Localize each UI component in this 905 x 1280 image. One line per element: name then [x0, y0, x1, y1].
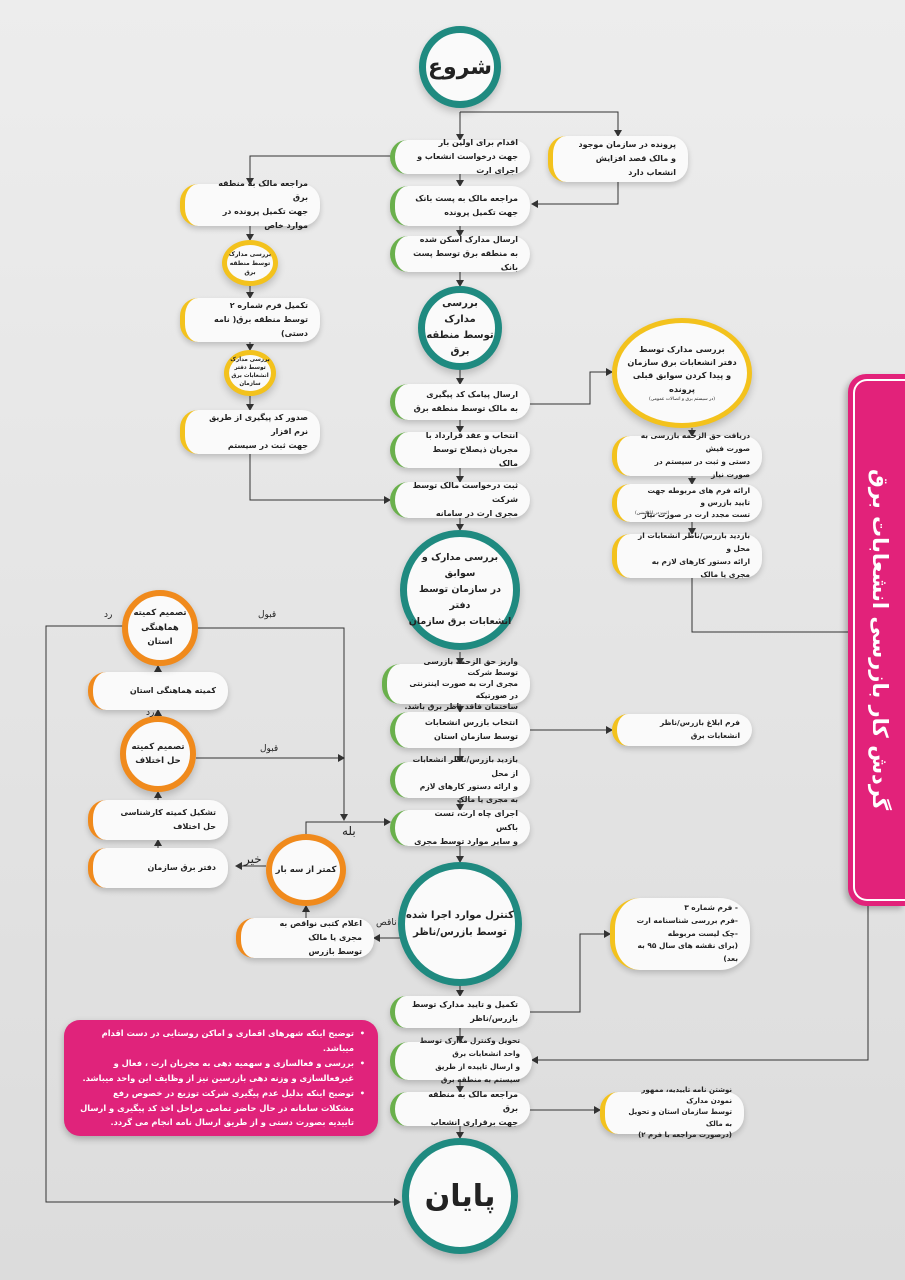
node-region-check: بررسی مدارک توسط منطقه برق	[222, 240, 278, 286]
node-post-bank: مراجعه مالک به پست بانک جهت تکمیل پرونده	[390, 186, 530, 226]
node-receive-fee: دریافت حق الزحمه بازرسی به صورت فیش دستی…	[612, 431, 762, 479]
node-office-review-text: بررسی مدارک توسط دفتر انشعابات برق سازما…	[627, 344, 737, 394]
note-item: توضیح اینکه بدلیل عدم پیگیری شرکت توزیع …	[78, 1086, 365, 1130]
label-accept-mid: قبول	[260, 744, 279, 754]
label-yes: بله	[342, 824, 356, 838]
node-review-region: بررسی مدارک توسط منطقه برق	[418, 286, 502, 370]
node-region-visit: مراجعه مالک به منطقه برق جهت تکمیل پروند…	[180, 179, 320, 230]
node-expert-committee: تشکیل کمیته کارشناسی حل اختلاف	[88, 800, 228, 840]
node-issue-code: صدور کد پیگیری از طریق نرم افزار جهت ثبت…	[180, 410, 320, 454]
node-forms3: - فرم شماره ۳ -فرم بررسی شناسنامه ارت -چ…	[610, 898, 750, 970]
node-sms: ارسال پیامک کد پیگیری به مالک توسط منطقه…	[390, 384, 530, 420]
node-written-notice: اعلام کتبی نواقص به مجری یا مالک توسط با…	[236, 918, 374, 958]
node-first-time: اقدام برای اولین بار جهت درخواست انشعاب …	[390, 138, 530, 175]
node-less-three: کمتر از سه بار	[266, 834, 346, 906]
node-execute-earth: اجرای چاه ارت، تست باکس و سایر موارد توس…	[390, 809, 530, 846]
label-accept-top: قبول	[258, 610, 277, 620]
node-office-review: بررسی مدارک توسط دفتر انشعابات برق سازما…	[612, 318, 752, 428]
end-node: پایان	[402, 1138, 518, 1254]
node-office-check: بررسی مدارک توسط دفتر انشعابات برق سازما…	[224, 350, 276, 396]
node-pay-fee: واریز حق الزحمه بازرسی توسط شرکت مجری ار…	[382, 657, 530, 711]
node-refer-region: مراجعه مالک به منطقه برق جهت برقراری انش…	[390, 1090, 530, 1127]
notes-box: توضیح اینکه شهرهای اقماری و اماکن روستای…	[64, 1020, 378, 1136]
node-office-branch: دفتر برق سازمان	[88, 848, 228, 888]
title-sidebar-frame: گردش کار بازرسی انشعابات برق	[853, 379, 905, 901]
node-control: کنترل موارد اجرا شده توسط بازرس/ناظر	[398, 862, 522, 986]
page-title: گردش کار بازرسی انشعابات برق	[868, 469, 892, 811]
node-notify-form: فرم ابلاغ بازرس/ناظر انشعابات برق	[612, 714, 752, 746]
node-coordination: کمیته هماهنگی استان	[88, 672, 228, 710]
node-inspector-visit: بازدید بازرس/ناظر انشعابات از محل و ارائ…	[390, 755, 530, 804]
node-register: ثبت درخواست مالک توسط شرکت مجری ارت در س…	[390, 481, 530, 518]
node-resolve-decision: تصمیم کمیته حل اختلاف	[120, 716, 196, 792]
title-sidebar: گردش کار بازرسی انشعابات برق	[848, 374, 905, 906]
label-no: خیر	[244, 852, 262, 866]
label-reject-mid: رد	[146, 708, 155, 718]
node-existing-file: پرونده در سازمان موجود و مالک قصد افزایش…	[548, 136, 688, 182]
node-send-docs: ارسال مدارک اسکن شده به منطقه برق توسط پ…	[390, 235, 530, 272]
node-write-letter: نوشتن نامه تاییدیه، ممهور نمودن مدارک تو…	[600, 1086, 744, 1139]
label-reject-top: رد	[104, 610, 113, 620]
node-complete-docs: تکمیل و تایید مدارک توسط بازرس/ناظر	[390, 996, 530, 1028]
node-inspector-visit-right: بازدید بازرس/ناظر انشعابات از محل و ارائ…	[612, 531, 762, 579]
label-incomplete: ناقص	[376, 918, 397, 928]
node-submit-forms-text: ارائه فرم های مربوطه جهت تایید بازرس و ت…	[642, 486, 751, 519]
node-submit-forms: ارائه فرم های مربوطه جهت تایید بازرس و ت…	[612, 484, 762, 522]
note-item: توضیح اینکه شهرهای اقماری و اماکن روستای…	[78, 1026, 365, 1055]
node-coord-decision: تصمیم کمیته هماهنگی استان	[122, 590, 198, 666]
node-select-inspector: انتخاب بازرس انشعابات توسط سازمان استان	[390, 712, 530, 748]
node-contractor: انتخاب و عقد قرارداد با مجریان ذیصلاح تو…	[390, 431, 530, 468]
node-org-review: بررسی مدارک و سوابق در سازمان توسط دفتر …	[400, 530, 520, 650]
node-office-review-note: (در سیستم برق و اتصالات عمومی)	[648, 396, 716, 402]
start-node: شروع	[419, 26, 501, 108]
note-item: بررسی و فعالسازی و سهمیه دهی به مجریان ا…	[78, 1056, 365, 1085]
node-form2: تکمیل فرم شماره ۲ توسط منطقه برق( نامه د…	[180, 298, 320, 342]
node-deliver: تحویل وکنترل مدارک توسط واحد انشعابات بر…	[390, 1036, 532, 1084]
node-submit-forms-note: (ثبت در اپلیکیشن)	[635, 510, 670, 516]
